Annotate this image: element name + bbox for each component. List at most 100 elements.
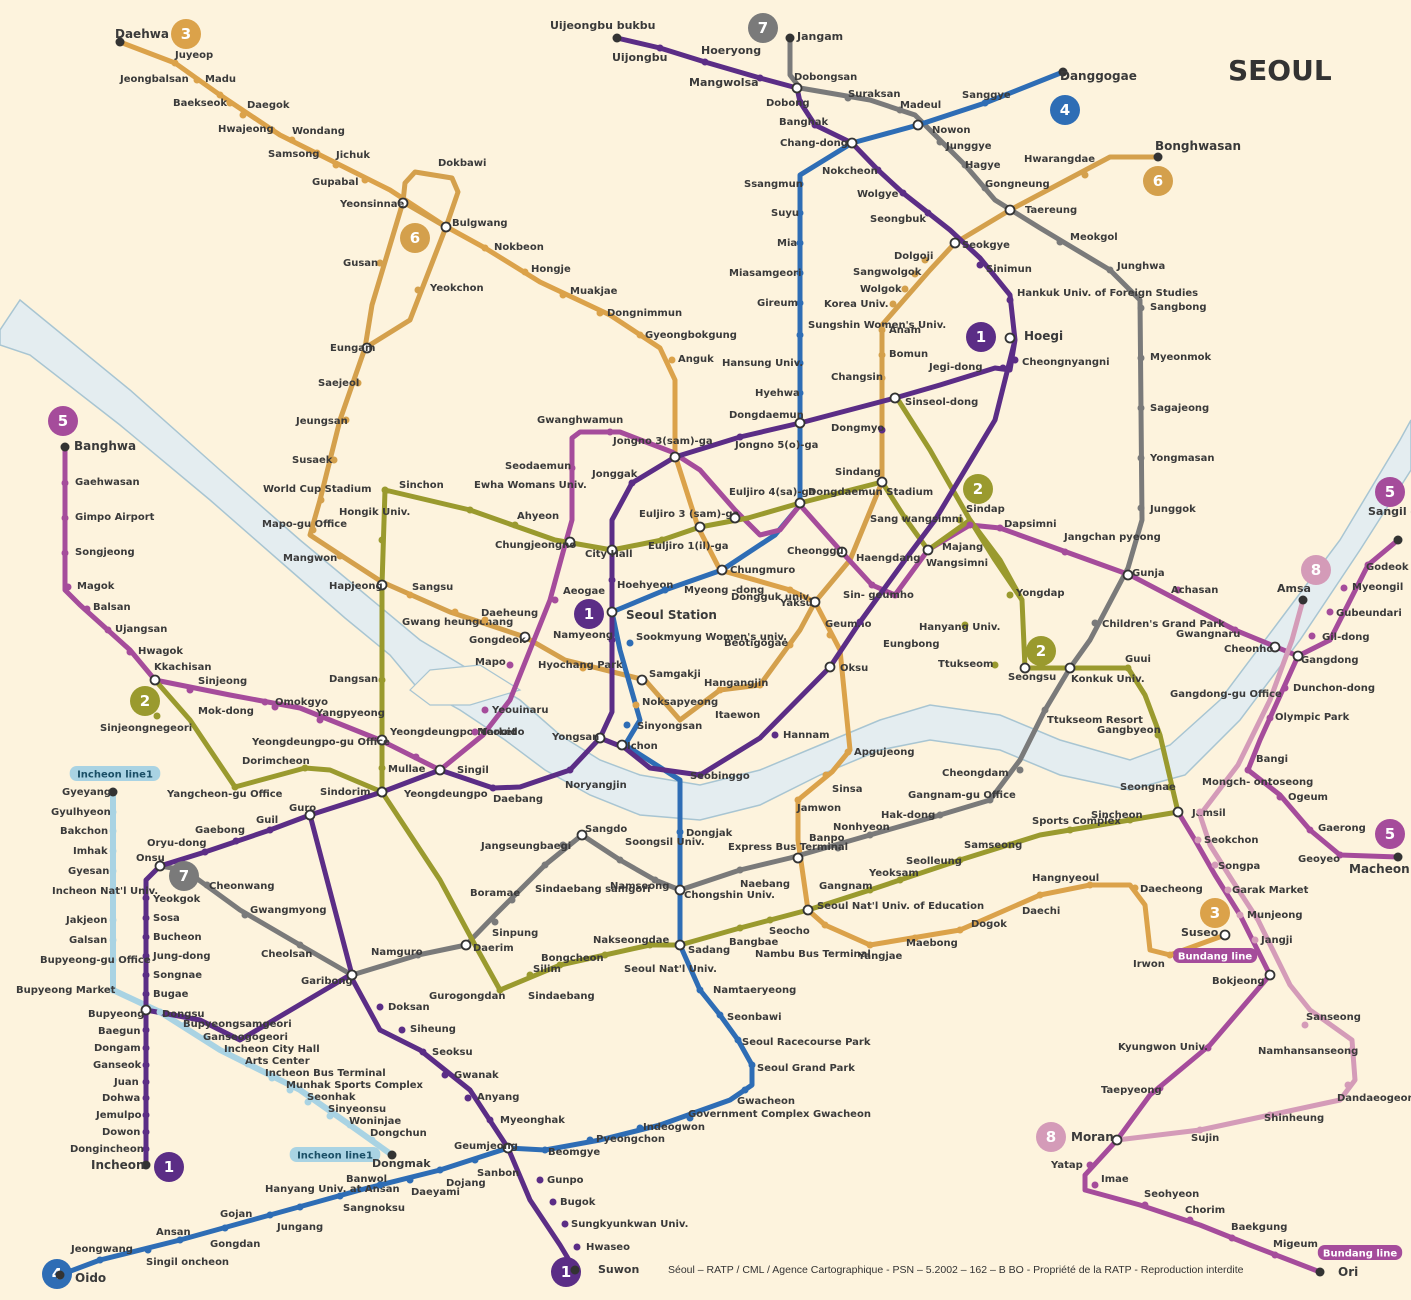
station-children-s-grand-park[interactable]: Children's Grand Park [1091, 619, 1226, 630]
station-itaewon[interactable]: Itaewon [715, 686, 760, 722]
station-gaebong[interactable]: Gaebong [195, 825, 245, 845]
station-wangsimni[interactable]: Wangsimni [922, 544, 989, 570]
station-yeokgok[interactable]: Yeokgok [142, 894, 201, 905]
station-hagye[interactable]: Hagye [961, 160, 1001, 171]
station-sincheon[interactable]: Sincheon [1091, 810, 1143, 824]
station-gongdan[interactable]: Gongdan [176, 1236, 261, 1251]
station-yangpyeong[interactable]: Yangpyeong [315, 708, 385, 724]
station-chongshin-univ[interactable]: Chongshin Univ. [674, 884, 775, 902]
station-sinchon[interactable]: Sinchon [381, 480, 444, 494]
station-shinheung[interactable]: Shinheung [1264, 1111, 1324, 1125]
station-jegi-dong[interactable]: Jegi-dong [928, 362, 1007, 373]
station-incheon-nat-l-univ[interactable]: Incheon Nat'l Univ. [52, 886, 158, 897]
station-songnae[interactable]: Songnae [142, 970, 203, 981]
station-wondang[interactable]: Wondang [288, 126, 345, 144]
station-taereung[interactable]: Taereung [1004, 204, 1078, 216]
station-madeul[interactable]: Madeul [896, 100, 942, 114]
station-mongch-ontoseong[interactable]: Mongch- ontoseong [1196, 777, 1314, 816]
station-seoul-grand-park[interactable]: Seoul Grand Park [748, 1061, 856, 1075]
station-cheonwang[interactable]: Cheonwang [203, 881, 275, 892]
station-dobongsan[interactable]: Dobongsan [791, 72, 858, 94]
station-ttukseom-resort[interactable]: Ttukseom Resort [1041, 706, 1144, 727]
station-jamwon[interactable]: Jamwon [794, 796, 842, 815]
station-bokjeong[interactable]: Bokjeong [1212, 969, 1276, 988]
station-jamsil[interactable]: Jamsil [1172, 806, 1226, 820]
station-jangji[interactable]: Jangji [1251, 935, 1293, 946]
station-daeheung[interactable]: Daeheung [481, 608, 538, 624]
station-sanggye[interactable]: Sanggye [962, 90, 1011, 107]
station-mapo[interactable]: Mapo [475, 657, 514, 669]
station-haengdang[interactable]: Haengdang [856, 553, 920, 599]
station-jongno-5-o-ga[interactable]: Jongno 5(o)-ga [734, 433, 818, 452]
station-chorim[interactable]: Chorim [1185, 1205, 1225, 1224]
station-hyochang-park[interactable]: Hyochang Park [538, 660, 623, 672]
station-munjeong[interactable]: Munjeong [1236, 910, 1303, 921]
station-imhak[interactable]: Imhak [73, 846, 117, 857]
station-sangwolgok[interactable]: Sangwolgok [853, 267, 922, 278]
station-sinyeonsu[interactable]: Sinyeonsu [326, 1104, 387, 1120]
station-express-bus-terminal[interactable]: Express Bus Terminal [728, 842, 848, 864]
station-dogok[interactable]: Dogok [956, 919, 1008, 934]
station-irwon[interactable]: Irwon [1133, 951, 1174, 971]
station-dongincheon[interactable]: Dongincheon [70, 1144, 150, 1155]
station-dongsu[interactable]: Dongsu [156, 1008, 205, 1021]
station-miasamgeori[interactable]: Miasamgeori [729, 268, 804, 279]
station-daechi[interactable]: Daechi [1022, 891, 1060, 918]
station-sangnoksu[interactable]: Sangnoksu [343, 1181, 405, 1215]
station-mok-dong[interactable]: Mok-dong [198, 698, 269, 718]
station-samgakji[interactable]: Samgakji [636, 669, 701, 686]
station-baegun[interactable]: Baegun [98, 1026, 150, 1037]
station-hwaseo[interactable]: Hwaseo [573, 1242, 631, 1253]
station-hangnyeoul[interactable]: Hangnyeoul [1032, 873, 1099, 889]
station-anguk[interactable]: Anguk [668, 354, 715, 365]
station-nakseongdae[interactable]: Nakseongdae [593, 935, 670, 949]
station-bangbae[interactable]: Bangbae [729, 924, 779, 949]
station-sangbong[interactable]: Sangbong [1137, 302, 1207, 313]
station-bupyeong[interactable]: Bupyeong [88, 1004, 152, 1021]
station-seohyeon[interactable]: Seohyeon [1141, 1189, 1200, 1209]
station-chungmuro[interactable]: Chungmuro [716, 564, 796, 576]
station-yeouinaru[interactable]: Yeouinaru [481, 705, 549, 716]
station-seokgye[interactable]: Seokgye [949, 237, 1011, 252]
station-hannam[interactable]: Hannam [771, 730, 830, 741]
station-hongik-univ[interactable]: Hongik Univ. [339, 507, 410, 544]
station-yongsan[interactable]: Yongsan [551, 732, 606, 744]
station-gubeundari[interactable]: Gubeundari [1326, 608, 1402, 619]
station-dongmyo[interactable]: Dongmyo [831, 423, 886, 434]
station-anam[interactable]: Anam [878, 325, 922, 336]
station-hangangjin[interactable]: Hangangjin [704, 678, 768, 689]
station-gimpo-airport[interactable]: Gimpo Airport [61, 512, 155, 523]
station-doksan[interactable]: Doksan [376, 1002, 430, 1013]
station-ichon[interactable]: Ichon [616, 739, 658, 753]
station-bulgwang[interactable]: Bulgwang [440, 218, 508, 233]
station-bonghwasan[interactable]: Bonghwasan [1153, 139, 1242, 162]
station-songjeong[interactable]: Songjeong [61, 547, 135, 558]
station-gunpo[interactable]: Gunpo [536, 1175, 584, 1186]
station-taepyeong[interactable]: Taepyeong [1101, 1084, 1164, 1097]
station-juan[interactable]: Juan [113, 1077, 150, 1088]
station-nambu-bus-terminal[interactable]: Nambu Bus Terminal [755, 921, 871, 961]
station-dowon[interactable]: Dowon [102, 1127, 150, 1138]
station-amsa[interactable]: Amsa [1277, 582, 1311, 605]
station-guil[interactable]: Guil [256, 815, 278, 834]
station-dangsan[interactable]: Dangsan [329, 674, 386, 685]
station-gurogongdan[interactable]: Gurogongdan [429, 991, 505, 1002]
station-gil-dong[interactable]: Gil-dong [1308, 632, 1370, 643]
station-sangdo[interactable]: Sangdo [576, 824, 628, 841]
station-gaehwasan[interactable]: Gaehwasan [61, 477, 140, 488]
station-hak-dong[interactable]: Hak-dong [881, 810, 944, 821]
station-imae[interactable]: Imae [1091, 1174, 1129, 1189]
station-pyeongchon[interactable]: Pyeongchon [586, 1134, 666, 1145]
station-jeongwang[interactable]: Jeongwang [70, 1244, 133, 1264]
station-hwarangdae[interactable]: Hwarangdae [1024, 154, 1095, 179]
station-munhak-sports-complex[interactable]: Munhak Sports Complex [286, 1080, 424, 1094]
station-daehwa[interactable]: Daehwa [115, 27, 169, 47]
station-seoksu[interactable]: Seoksu [419, 1047, 473, 1058]
station-banwol[interactable]: Banwol [336, 1174, 388, 1200]
station-dapsimni[interactable]: Dapsimni [996, 519, 1057, 532]
station-mangwolsa[interactable]: Mangwolsa [689, 74, 764, 90]
station-junggok[interactable]: Junggok [1137, 504, 1197, 515]
station-jeungsan[interactable]: Jeungsan [295, 416, 350, 427]
station-gwacheon[interactable]: Gwacheon [737, 1086, 795, 1108]
station-dandaeogeori[interactable]: Dandaeogeori [1337, 1081, 1411, 1105]
